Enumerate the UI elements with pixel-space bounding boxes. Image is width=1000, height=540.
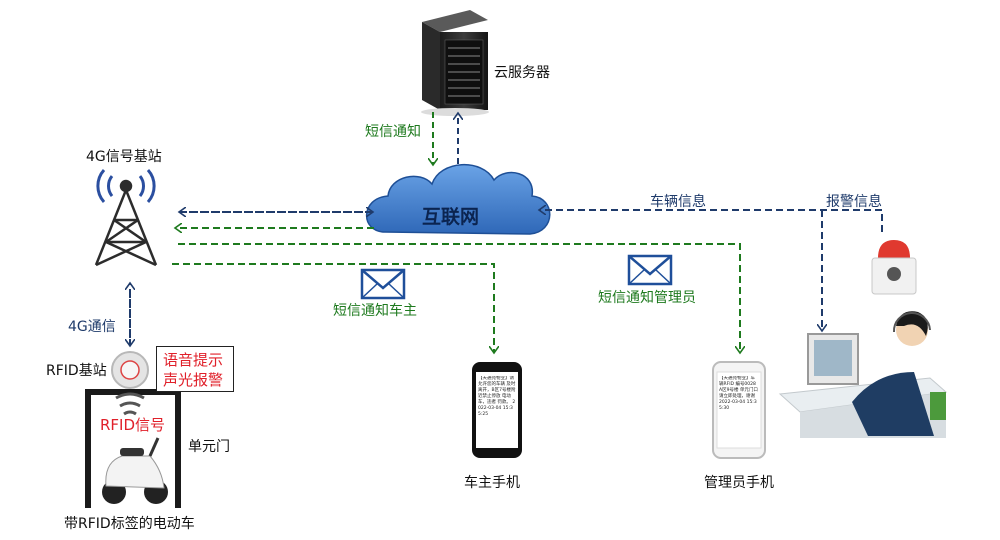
tower-icon xyxy=(94,179,158,267)
rfid-base-label: RFID基站 xyxy=(46,363,107,379)
cloud-icon xyxy=(365,164,551,235)
alarm-info-label: 报警信息 xyxy=(826,194,882,210)
rfid-reader-icon xyxy=(111,351,149,389)
server-cloud-arrows xyxy=(433,112,458,164)
ebike-icon xyxy=(102,437,168,504)
vehicle-alarm-lines xyxy=(540,210,883,330)
voice-prompt-label: 语音提示 xyxy=(163,351,224,369)
owner-phone-sms: 【天通苑物业】请允许您的车辆 及时离开，B区7号楼附近禁止停放 电动车，违者 罚… xyxy=(478,376,516,417)
tower-cloud-arrows xyxy=(176,212,374,228)
alert-box: 语音提示 声光报警 xyxy=(156,346,234,392)
tower-phone-lines xyxy=(172,243,740,352)
envelope-icon-admin xyxy=(627,254,673,286)
server-icon xyxy=(421,10,489,116)
owner-phone-label: 车主手机 xyxy=(464,475,520,491)
rfid-signal-label: RFID信号 xyxy=(100,416,166,434)
internet-label: 互联网 xyxy=(422,206,480,228)
tower-signal-icon xyxy=(96,169,156,203)
vehicle-info-label: 车辆信息 xyxy=(650,194,706,210)
ebike-label: 带RFID标签的电动车 xyxy=(64,516,195,532)
sound-light-alarm-label: 声光报警 xyxy=(163,371,224,389)
admin-workstation-icon xyxy=(778,311,948,438)
comm-4g-label: 4G通信 xyxy=(68,319,116,335)
admin-phone-icon xyxy=(712,361,766,459)
cloud-server-label: 云服务器 xyxy=(494,65,550,81)
admin-phone-label: 管理员手机 xyxy=(704,475,774,491)
sms-owner-label: 短信通知车主 xyxy=(333,303,417,319)
sms-admin-label: 短信通知管理员 xyxy=(598,290,696,306)
base-station-label: 4G信号基站 xyxy=(86,149,162,165)
envelope-icon-owner xyxy=(360,268,406,300)
rfid-signal-icon xyxy=(115,392,145,416)
unit-door-icon xyxy=(85,389,181,508)
owner-phone-icon xyxy=(472,362,522,458)
alarm-light-icon xyxy=(871,240,917,295)
admin-phone-sms: 【天通苑物业】车辆RFID 编号0028 A区9号楼 单元门口 请立即处理，谢谢… xyxy=(719,376,758,411)
unit-door-label: 单元门 xyxy=(188,439,230,455)
sms-notify-label: 短信通知 xyxy=(365,124,421,140)
